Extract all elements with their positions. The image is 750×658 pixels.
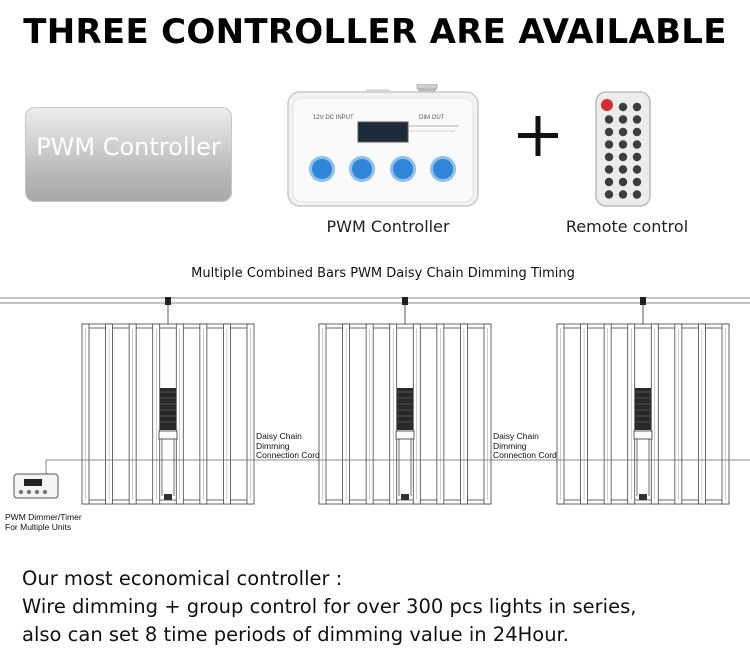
description-line-2: Wire dimming + group control for over 30…: [22, 595, 637, 618]
pwm-dimmer-timer-box: [13, 473, 59, 499]
description-line-3: also can set 8 time periods of dimming v…: [22, 623, 569, 646]
device-input-label: 12V DC INPUT: [313, 115, 354, 121]
pwm-controller-badge-label: PWM Controller: [36, 133, 221, 161]
remote-key: [604, 127, 614, 137]
device-button-1: [309, 156, 335, 182]
remote-key: [604, 115, 614, 124]
remote-key: [632, 190, 642, 199]
remote-control-image: [595, 91, 651, 207]
pwm-controller-device-image: 12V DC INPUT DIM OUT: [287, 84, 479, 207]
ceiling-rail: [0, 297, 750, 304]
device-button-4: [430, 156, 456, 182]
led-fixture: [318, 297, 492, 505]
led-fixture: [81, 297, 255, 505]
remote-key: [618, 140, 628, 149]
pwm-controller-badge: [25, 107, 232, 202]
diagram-title: Multiple Combined Bars PWM Daisy Chain D…: [191, 266, 575, 281]
device-output-label: DIM OUT: [419, 115, 445, 121]
remote-key: [632, 115, 642, 124]
remote-key: [632, 140, 642, 149]
remote-key: [604, 165, 614, 174]
remote-key: [618, 115, 628, 124]
remote-key: [632, 102, 642, 112]
remote-key: [618, 102, 628, 112]
device-button-2: [349, 156, 375, 182]
remote-caption: Remote control: [565, 217, 689, 236]
remote-key: [604, 140, 614, 149]
remote-key: [618, 190, 628, 199]
remote-key: [618, 152, 628, 162]
remote-key: [618, 127, 628, 137]
remote-key: [618, 177, 628, 187]
device-caption: PWM Controller: [326, 217, 450, 236]
remote-key: [632, 177, 642, 187]
led-fixture: [556, 297, 730, 505]
remote-key: [632, 127, 642, 137]
description-line-1: Our most economical controller :: [22, 567, 343, 590]
page-title: THREE CONTROLLER ARE AVAILABLE: [23, 12, 727, 52]
remote-key: [604, 177, 614, 187]
remote-key: [632, 165, 642, 174]
device-display: [357, 121, 409, 143]
plus-icon: [518, 116, 558, 156]
remote-key: [618, 165, 628, 174]
remote-key: [604, 152, 614, 162]
remote-key: [632, 152, 642, 162]
device-button-3: [390, 156, 416, 182]
remote-key: [604, 190, 614, 199]
daisy-chain-diagram: [0, 297, 750, 505]
